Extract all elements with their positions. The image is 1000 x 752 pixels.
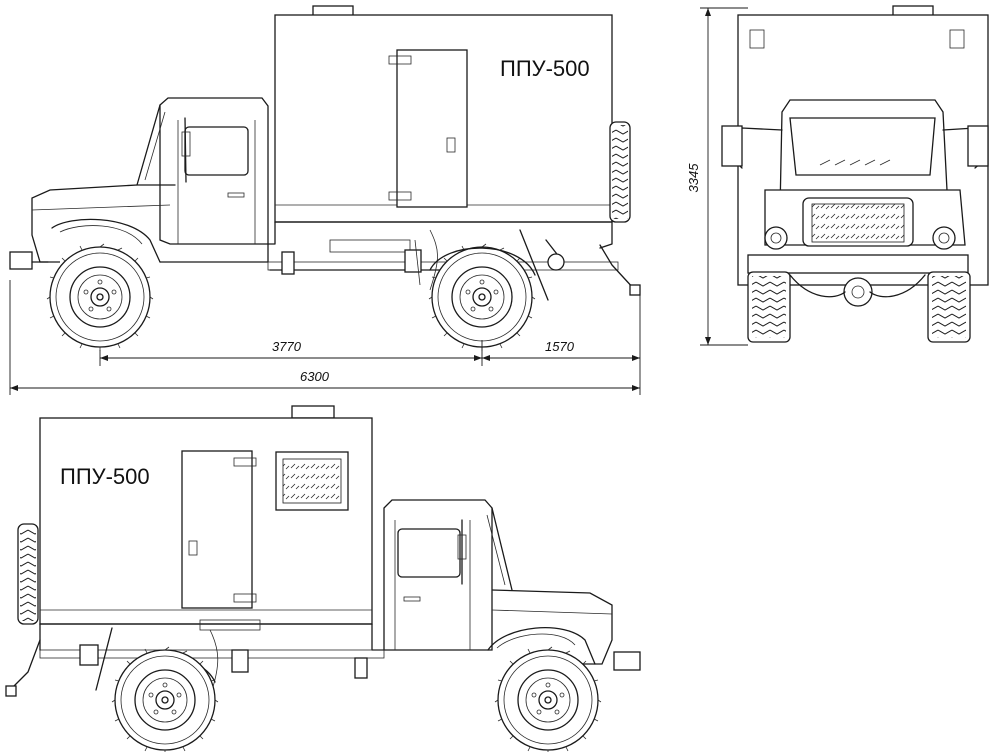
cab-window (184, 126, 249, 176)
rear-wheel-right-view (111, 646, 219, 752)
cab-window-right (397, 528, 461, 578)
box-door (396, 49, 468, 208)
dim-overall-length: 6300 (300, 369, 330, 384)
rear-wheel-left-view (428, 243, 536, 352)
dim-wheelbase: 3770 (272, 339, 302, 354)
model-label-top: ППУ-500 (500, 56, 590, 81)
dimensions-side: 3770 1570 6300 (9, 280, 641, 395)
front-wheel-left-view (46, 243, 154, 352)
front-bumper (747, 254, 969, 274)
dim-rear-overhang: 1570 (545, 339, 575, 354)
front-view: 3345 (686, 5, 989, 346)
side-view-right: ППУ-500 (5, 405, 641, 752)
side-view-left: ППУ-500 (9, 5, 641, 352)
box-door-right (181, 450, 253, 609)
model-label-bottom: ППУ-500 (60, 464, 150, 489)
dim-height: 3345 (686, 163, 701, 193)
